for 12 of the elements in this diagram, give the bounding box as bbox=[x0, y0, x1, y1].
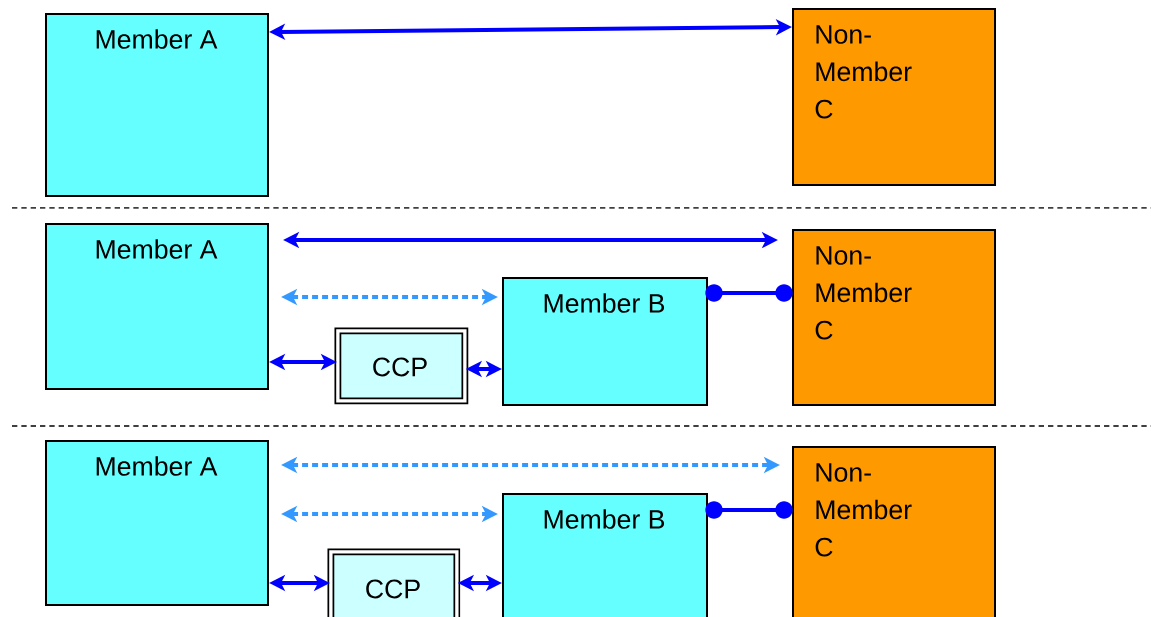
clearing-box: CCP bbox=[327, 548, 461, 617]
connector-line bbox=[705, 501, 793, 519]
process-box: Non-Member C bbox=[792, 229, 996, 406]
process-box: Member B bbox=[502, 277, 708, 406]
process-box: Non-Member C bbox=[792, 446, 996, 617]
connector-line bbox=[705, 284, 793, 302]
process-box: Member A bbox=[45, 223, 269, 390]
process-box: Member A bbox=[45, 13, 269, 197]
process-box: Non-Member C bbox=[792, 8, 996, 186]
process-box: Member B bbox=[502, 493, 708, 617]
process-box: Member A bbox=[45, 440, 269, 606]
clearing-box: CCP bbox=[334, 327, 469, 405]
